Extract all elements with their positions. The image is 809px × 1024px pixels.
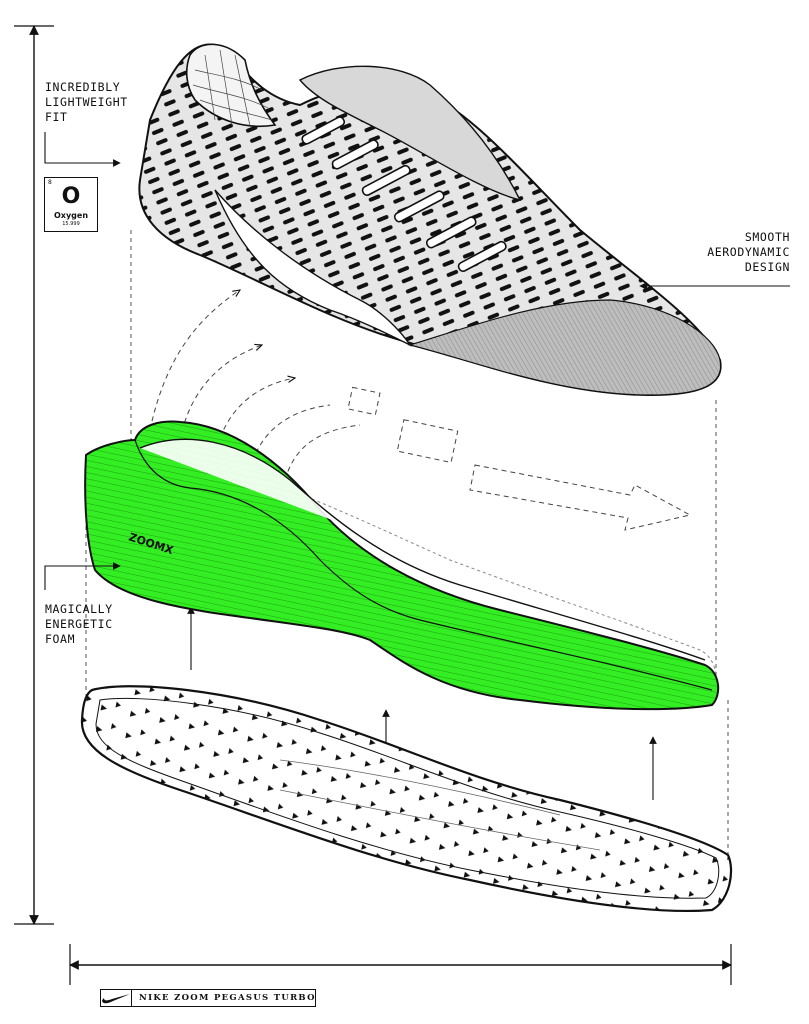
length-dimension-line xyxy=(69,944,732,985)
product-name: NIKE ZOOM PEGASUS TURBO xyxy=(139,993,316,1003)
oxygen-element-tile: 8 O Oxygen 15.999 xyxy=(44,177,98,232)
swoosh-logo-icon xyxy=(101,990,132,1006)
foam-callout: MAGICALLY ENERGETIC FOAM xyxy=(45,602,113,646)
shoe-upper xyxy=(138,43,722,397)
element-mass: 15.999 xyxy=(62,221,80,227)
design-callout: SMOOTH AERODYNAMIC DESIGN xyxy=(707,230,790,274)
height-dimension-line xyxy=(14,25,54,925)
element-name: Oxygen xyxy=(53,211,89,220)
product-name-tag: NIKE ZOOM PEGASUS TURBO xyxy=(100,989,316,1007)
fit-callout: INCREDIBLY LIGHTWEIGHT FIT xyxy=(45,80,128,124)
outsole xyxy=(80,685,733,913)
element-atomic-number: 8 xyxy=(48,179,52,186)
zoomx-midsole: ZOOMX xyxy=(84,420,720,711)
callout-leaders xyxy=(44,132,790,590)
alignment-guides xyxy=(85,230,729,860)
element-symbol: O xyxy=(61,184,81,209)
